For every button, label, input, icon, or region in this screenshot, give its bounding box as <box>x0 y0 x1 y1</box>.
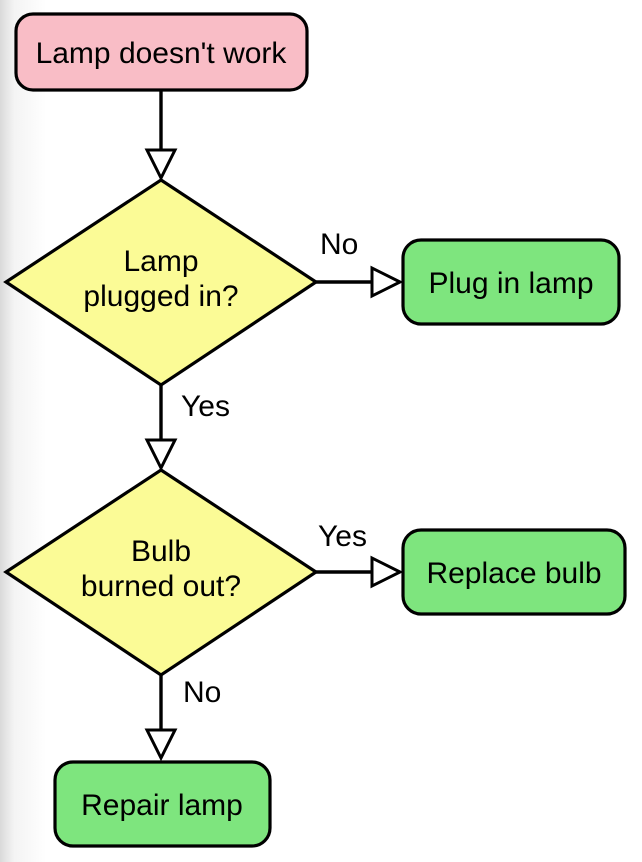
action-plug-label: Plug in lamp <box>428 267 593 300</box>
arrowhead-down-icon <box>144 438 178 472</box>
arrowhead-down-icon <box>144 728 178 762</box>
action-repair-label: Repair lamp <box>81 789 243 822</box>
decision-plugged-node <box>3 178 319 387</box>
edge-label-no-plugged: No <box>320 228 358 261</box>
arrowhead-right-icon <box>370 265 404 299</box>
decision-plugged-label-line1: Lamp <box>123 245 198 278</box>
edge-label-no-bulb: No <box>183 676 221 709</box>
decision-bulb-label-line2: burned out? <box>81 570 241 603</box>
action-replace-label: Replace bulb <box>426 557 601 590</box>
edge-label-yes-plugged: Yes <box>181 390 230 423</box>
edge-label-yes-bulb: Yes <box>318 520 367 553</box>
action-repair-node <box>53 760 272 848</box>
arrowhead-right-icon <box>370 555 404 589</box>
decision-bulb-label-line1: Bulb <box>131 535 191 568</box>
action-replace-node <box>401 528 627 616</box>
arrowhead-down-icon <box>144 148 178 182</box>
start-node-label: Lamp doesn't work <box>36 37 288 70</box>
action-plug-node <box>401 238 621 326</box>
start-node <box>14 12 309 92</box>
decision-bulb-node <box>3 468 319 677</box>
decision-plugged-label-line2: plugged in? <box>83 280 238 313</box>
